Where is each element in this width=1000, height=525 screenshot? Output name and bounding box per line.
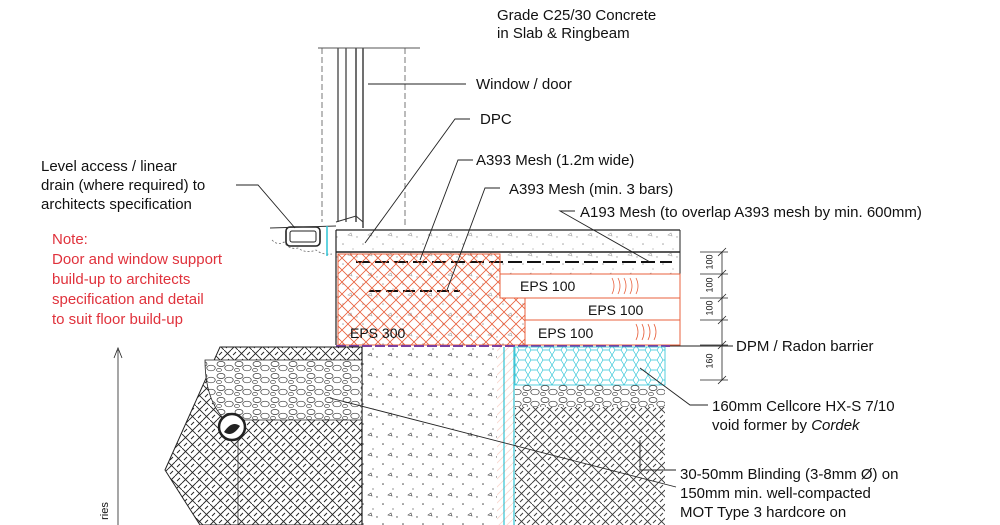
dimension-string — [700, 247, 728, 385]
eps100-top-label: EPS 100 — [520, 278, 576, 294]
window-frame — [318, 47, 420, 228]
blinding-layer — [515, 385, 665, 407]
note-line-3: specification and detail — [52, 291, 204, 308]
dimension-label-4: 160 — [704, 353, 715, 369]
cellcore-label-1: 160mm Cellcore HX-S 7/10 — [712, 398, 895, 415]
cellcore-label-2: void former by Cordek — [712, 417, 860, 434]
leader-lines — [236, 83, 733, 488]
concrete-grade-label: Grade C25/30 Concrete — [497, 7, 657, 24]
concrete-grade-label-2: in Slab & Ringbeam — [497, 25, 630, 42]
blinding-label-2: 150mm min. well-compacted — [680, 485, 871, 502]
note-title: Note: — [52, 231, 88, 248]
eps100-mid-label: EPS 100 — [588, 302, 644, 318]
eps300-label: EPS 300 — [350, 325, 406, 341]
note-line-4: to suit floor build-up — [52, 311, 183, 328]
note-line-1: Door and window support — [52, 251, 223, 268]
blinding-label-1: 30-50mm Blinding (3-8mm Ø) on — [680, 466, 899, 483]
level-access-label-3: architects specification — [41, 196, 192, 213]
linear-drain — [269, 225, 337, 256]
cellcore-void-former — [514, 346, 666, 386]
eps100-bottom-label: EPS 100 — [538, 325, 594, 341]
dpc-label: DPC — [480, 111, 512, 128]
dimension-label-2: 100 — [704, 277, 715, 293]
side-text: ries — [98, 502, 111, 520]
level-access-label-2: drain (where required) to — [41, 177, 206, 194]
dpm-label: DPM / Radon barrier — [736, 338, 874, 355]
ringbeam-concrete — [362, 347, 497, 525]
dimension-label-3: 100 — [704, 300, 715, 316]
window-door-label: Window / door — [476, 76, 572, 93]
blinding-label-3: MOT Type 3 hardcore on — [680, 504, 847, 521]
note-line-2: build-up to architects — [52, 271, 191, 288]
dimension-label-1: 100 — [704, 254, 715, 270]
mesh-a393-wide-label: A393 Mesh (1.2m wide) — [476, 152, 635, 169]
mesh-a393-bars-label: A393 Mesh (min. 3 bars) — [509, 181, 674, 198]
mesh-a193-label: A193 Mesh (to overlap A393 mesh by min. … — [580, 204, 922, 221]
cordek-brand: Cordek — [811, 417, 860, 434]
level-access-label-1: Level access / linear — [41, 158, 177, 175]
drain-pipe-icon — [217, 412, 247, 442]
insulation-eps — [337, 253, 681, 346]
